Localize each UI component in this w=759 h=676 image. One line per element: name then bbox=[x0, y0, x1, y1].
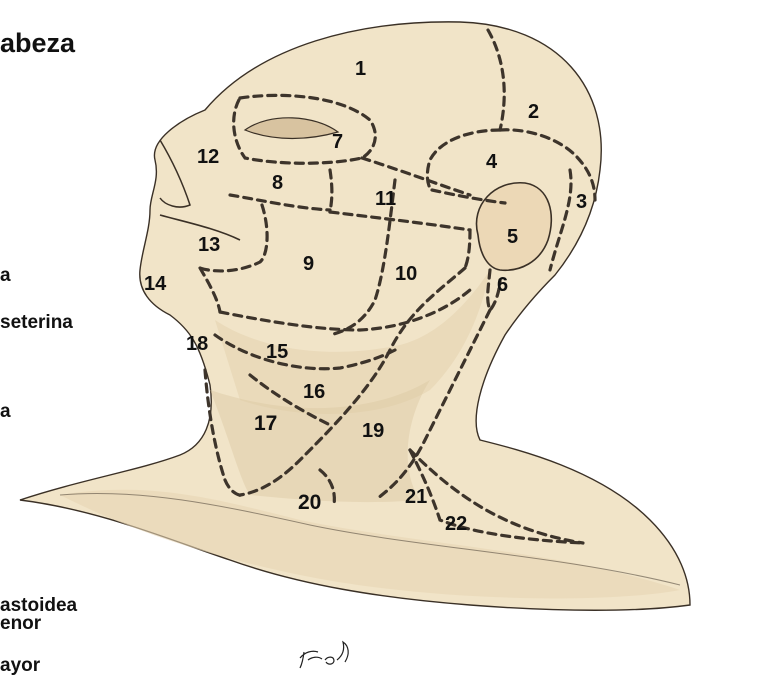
region-number-3: 3 bbox=[576, 191, 587, 213]
region-number-18: 18 bbox=[186, 333, 208, 355]
region-number-15: 15 bbox=[266, 341, 288, 363]
region-number-6: 6 bbox=[497, 274, 508, 296]
region-number-1: 1 bbox=[355, 58, 366, 80]
region-number-22: 22 bbox=[445, 513, 467, 535]
region-number-7: 7 bbox=[332, 131, 343, 153]
region-number-17: 17 bbox=[254, 412, 277, 435]
region-number-5: 5 bbox=[507, 226, 518, 248]
region-number-2: 2 bbox=[528, 101, 539, 123]
artist-signature bbox=[300, 642, 348, 668]
region-number-13: 13 bbox=[198, 234, 220, 256]
region-number-16: 16 bbox=[303, 381, 325, 403]
region-number-21: 21 bbox=[405, 486, 427, 508]
region-number-4: 4 bbox=[486, 151, 498, 173]
region-number-14: 14 bbox=[144, 273, 167, 295]
region-number-9: 9 bbox=[303, 253, 314, 275]
region-number-19: 19 bbox=[362, 420, 384, 442]
region-number-20: 20 bbox=[298, 491, 321, 514]
region-number-10: 10 bbox=[395, 263, 417, 285]
region-number-8: 8 bbox=[272, 172, 283, 194]
region-number-12: 12 bbox=[197, 146, 219, 168]
region-number-11: 11 bbox=[375, 188, 396, 210]
